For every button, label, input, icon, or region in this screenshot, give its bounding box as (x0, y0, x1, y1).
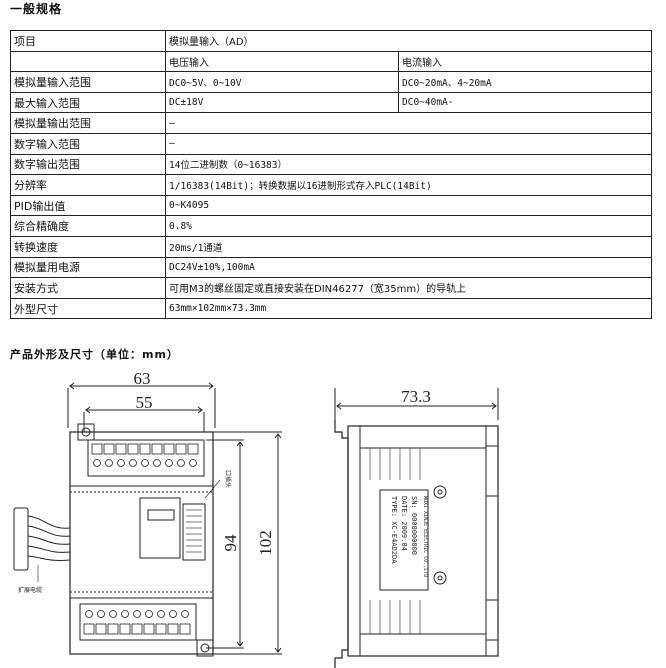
dim-width-inner: 55 (136, 393, 153, 412)
row-label: 外型尺寸 (10, 297, 166, 320)
nameplate-line: DATE: 2009.04 (400, 496, 408, 551)
row-label: 模拟量用电源 (10, 256, 166, 279)
row-value: 14位二进制数（0~16383） (165, 153, 652, 176)
dim-height-total: 102 (256, 530, 275, 556)
dim-height-inner: 94 (221, 534, 240, 552)
subheader-voltage: 电压输入 (165, 50, 399, 73)
extension-cable-label: 扩展电缆 (18, 586, 42, 594)
row-label: 模拟量输出范围 (10, 112, 166, 134)
row-voltage-value: DC±18V (165, 91, 399, 114)
row-label: 分辨率 (10, 174, 166, 196)
table-subheader-row: 电压输入 电流输入 (10, 50, 652, 73)
section-title-dimensions: 产品外形及尺寸（单位：mm） (10, 348, 179, 361)
table-row: 数字输入范围– (10, 132, 652, 155)
row-value: – (165, 132, 652, 155)
row-value: 20ms/1通道 (165, 235, 652, 258)
table-row: 安装方式可用M3的螺丝固定或直接安装在DIN46277（宽35mm）的导轨上 (10, 277, 652, 299)
nameplate: TYPE: XC-E4AD2DA DATE: 2009.04 SN: 00000… (390, 496, 428, 577)
subheader-empty (10, 50, 166, 73)
row-value: 0.8% (165, 215, 652, 237)
table-header-row: 项目 模拟量输入（AD） (10, 30, 652, 52)
table-row: 模拟量输入范围 DC0~5V、0~10V DC0~20mA、4~20mA (10, 71, 652, 93)
row-label: 模拟量输入范围 (10, 71, 166, 93)
row-voltage-value: DC0~5V、0~10V (165, 71, 399, 93)
nameplate-maker: WUXI XINJE ELECTRIC CO.,LTD (422, 496, 428, 577)
section-title-general-spec: 一般规格 (10, 2, 63, 16)
row-value: 可用M3的螺丝固定或直接安装在DIN46277（宽35mm）的导轨上 (165, 277, 652, 299)
row-value: 1/16383(14Bit)；转换数据以16进制形式存入PLC(14Bit) (165, 174, 652, 196)
dim-depth: 73.3 (401, 387, 431, 406)
row-label: 数字输入范围 (10, 132, 166, 155)
row-value: – (165, 112, 652, 134)
row-value: 0~K4095 (165, 194, 652, 217)
row-label: PID输出值 (10, 194, 166, 217)
port-label: 口插头 (224, 470, 232, 488)
header-label: 项目 (10, 30, 166, 52)
nameplate-line: TYPE: XC-E4AD2DA (390, 496, 398, 564)
row-current-value: DC0~40mA- (398, 91, 652, 114)
table-row: 最大输入范围 DC±18V DC0~40mA- (10, 91, 652, 114)
dimension-drawing: 63 55 73.3 102 94 扩展电缆 口插头 TYPE: XC-E4AD… (13, 369, 499, 668)
row-current-value: DC0~20mA、4~20mA (398, 71, 652, 93)
row-label: 转换速度 (10, 235, 166, 258)
spec-table: 项目 模拟量输入（AD） 电压输入 电流输入 模拟量输入范围 DC0~5V、0~… (10, 30, 652, 320)
table-row: 模拟量输出范围– (10, 112, 652, 134)
row-label: 安装方式 (10, 277, 166, 299)
row-value: DC24V±10%,100mA (165, 256, 652, 279)
dim-width-total: 63 (134, 369, 151, 388)
nameplate-line: SN: 0000000000 (410, 496, 418, 555)
row-value: 63mm×102mm×73.3mm (165, 297, 652, 320)
header-value: 模拟量输入（AD） (165, 30, 652, 52)
row-label: 综合精确度 (10, 215, 166, 237)
row-label: 数字输出范围 (10, 153, 166, 176)
row-label: 最大输入范围 (10, 91, 166, 114)
subheader-current: 电流输入 (398, 50, 652, 73)
